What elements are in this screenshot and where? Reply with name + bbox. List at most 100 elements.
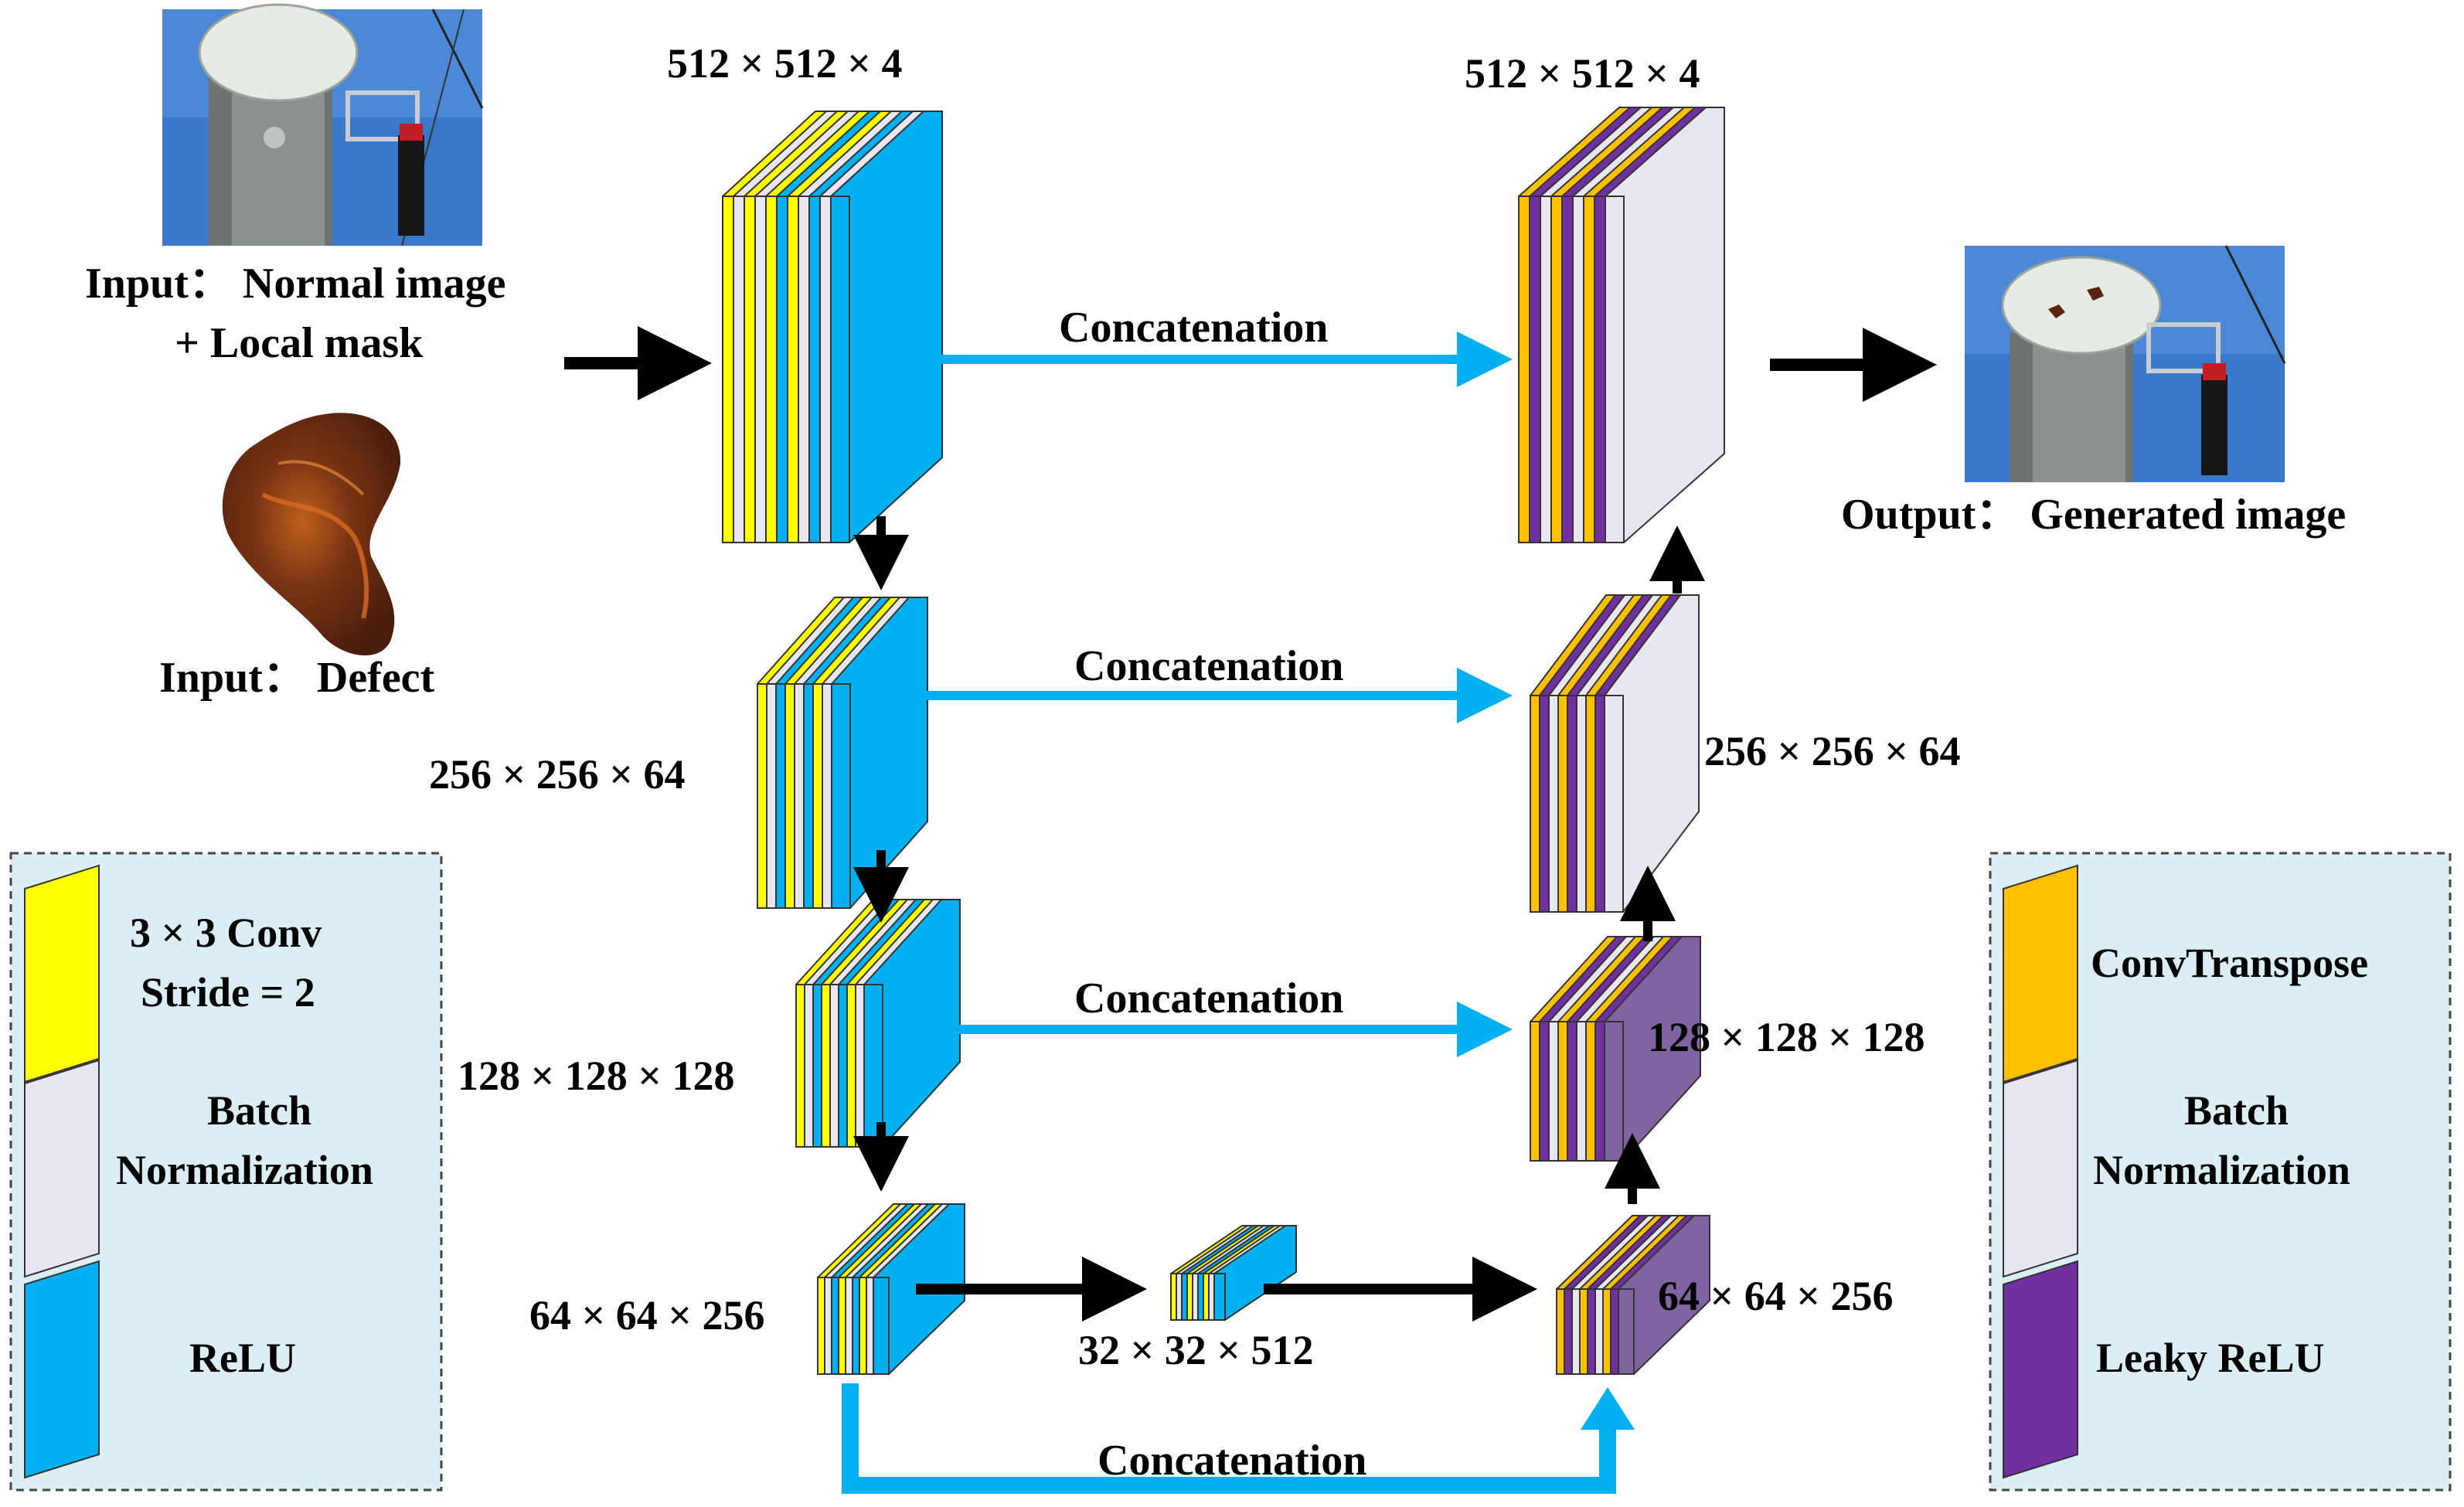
dec1-layer-6-front: [1585, 695, 1596, 913]
dec3-layer-7-front: [1610, 1288, 1619, 1375]
legend-conv-swatch: [24, 864, 100, 1083]
decoder-block-256: [1530, 594, 1700, 913]
bott-layer-1-front: [1176, 1273, 1183, 1321]
legend-bn-right-label-line2: Normalization: [2093, 1147, 2350, 1193]
legend-leaky-relu-swatch: [2003, 1260, 2078, 1479]
enc3-layer-2-front: [831, 1277, 839, 1375]
enc3-layer-5-front: [852, 1277, 860, 1375]
dec2-layer-7-front: [1594, 1021, 1605, 1162]
enc0-layer-3-front: [754, 196, 767, 543]
dec0-layer-6-front: [1583, 196, 1595, 543]
encoder-block-128: [795, 899, 961, 1148]
legend-convtranspose-swatch: [2003, 864, 2078, 1083]
dec0-layer-1-front: [1529, 196, 1541, 543]
enc3-layer-7-front: [866, 1277, 874, 1375]
dec2-layer-3-front: [1557, 1021, 1568, 1162]
enc0-layer-4-front: [765, 196, 778, 543]
dec0-layer-7-front: [1594, 196, 1606, 543]
enc2-layer-6-front: [846, 984, 856, 1148]
skip-arrow-64: [842, 1383, 1616, 1494]
encoder-dim-256: 256 × 256 × 64: [429, 751, 686, 798]
legend-relu-label: ReLU: [189, 1335, 296, 1381]
legL2-shape: [24, 1260, 100, 1479]
dec1-layer-4-front: [1567, 695, 1577, 913]
skip-label-256: Concatenation: [1074, 642, 1343, 690]
input-normal-image-label-line1: Input： Normal image: [85, 260, 505, 308]
dec2-layer-8-front: [1604, 1021, 1624, 1162]
dec1-layer-5-front: [1576, 695, 1587, 913]
encoder-dim-512: 512 × 512 × 4: [667, 40, 903, 87]
dec3-layer-1-front: [1564, 1288, 1573, 1375]
dec1-layer-7-front: [1594, 695, 1605, 913]
legend-leaky-relu-label: Leaky ReLU: [2096, 1335, 2325, 1381]
legend-conv-label-line1: 3 × 3 Conv: [130, 910, 322, 956]
legend-relu-swatch: [24, 1260, 100, 1479]
enc1-layer-0-front: [757, 683, 767, 909]
decoder-dim-512: 512 × 512 × 4: [1465, 50, 1700, 97]
encoder-block-512: [722, 111, 943, 543]
enc2-layer-7-front: [855, 984, 865, 1148]
skip-arrow-64-head: [1581, 1387, 1635, 1430]
enc1-layer-3-front: [784, 683, 795, 909]
output-label: Output： Generated image: [1841, 491, 2346, 539]
input-defect-label: Input： Defect: [159, 654, 435, 702]
bottleneck-dim: 32 × 32 × 512: [1078, 1327, 1314, 1373]
dec2-layer-2-front: [1548, 1021, 1559, 1162]
legend-convtranspose-label: ConvTranspose: [2091, 940, 2368, 986]
enc1-layer-4-front: [794, 683, 805, 909]
enc3-layer-0-front: [817, 1277, 825, 1375]
input-normal-image: [162, 3, 484, 247]
enc3-layer-8-front: [873, 1277, 890, 1375]
encoder-dim-128: 128 × 128 × 128: [458, 1053, 735, 1099]
dec2-layer-0-front: [1530, 1021, 1540, 1162]
dec1-layer-3-front: [1557, 695, 1568, 913]
enc1-layer-6-front: [812, 683, 823, 909]
decoder-dim-128: 128 × 128 × 128: [1648, 1014, 1925, 1060]
dec0-layer-3-front: [1550, 196, 1563, 543]
dec0-layer-5-front: [1572, 196, 1584, 543]
enc0-layer-6-front: [787, 196, 799, 543]
legend-bn-swatch-right: [2003, 1059, 2078, 1278]
output-generated-image: [1965, 245, 2286, 482]
dec2-layer-5-front: [1576, 1021, 1587, 1162]
enc3-layer-3-front: [838, 1277, 846, 1375]
enc0-layer-0-front: [722, 196, 734, 543]
bott-layer-8-front: [1213, 1273, 1226, 1321]
legend-bn-swatch: [24, 1059, 100, 1278]
decoder-block-64: [1556, 1215, 1710, 1375]
dec0-layer-8-front: [1605, 196, 1625, 543]
decoder-dim-256: 256 × 256 × 64: [1704, 728, 1961, 774]
enc1-layer-5-front: [803, 683, 814, 909]
enc0-layer-5-front: [776, 196, 788, 543]
enc2-layer-4-front: [829, 984, 839, 1148]
enc0-layer-2-front: [744, 196, 756, 543]
enc2-layer-2-front: [812, 984, 822, 1148]
bott-layer-6-front: [1203, 1273, 1210, 1321]
dec0-layer-4-front: [1561, 196, 1574, 543]
bott-layer-2-front: [1181, 1273, 1188, 1321]
dec2-layer-4-front: [1567, 1021, 1577, 1162]
legR1-shape: [2003, 1059, 2078, 1278]
enc0-layer-1-front: [733, 196, 745, 543]
enc0-layer-7-front: [798, 196, 810, 543]
dec2-layer-1-front: [1539, 1021, 1550, 1162]
legend-left: 3 × 3 Conv Stride = 2 Batch Normalizatio…: [9, 852, 443, 1492]
dec1-layer-1-front: [1539, 695, 1550, 913]
bott-layer-5-front: [1197, 1273, 1204, 1321]
encoder-block-64: [817, 1203, 965, 1375]
decoder-dim-64: 64 × 64 × 256: [1658, 1273, 1894, 1319]
decoder-block-128: [1530, 936, 1701, 1162]
skip-label-128: Concatenation: [1074, 975, 1343, 1022]
dec2-layer-6-front: [1585, 1021, 1596, 1162]
legR2-shape: [2003, 1260, 2078, 1479]
legR0-shape: [2003, 864, 2078, 1083]
enc3-layer-6-front: [859, 1277, 867, 1375]
skip-label-512: Concatenation: [1059, 304, 1328, 352]
enc2-layer-3-front: [821, 984, 831, 1148]
dec3-layer-2-front: [1571, 1288, 1581, 1375]
legend-bn-label-line1: Batch: [207, 1087, 311, 1134]
enc3-layer-4-front: [845, 1277, 853, 1375]
dec3-layer-3-front: [1579, 1288, 1588, 1375]
skip-label-64: Concatenation: [1098, 1437, 1366, 1485]
dec3-layer-0-front: [1556, 1288, 1565, 1375]
